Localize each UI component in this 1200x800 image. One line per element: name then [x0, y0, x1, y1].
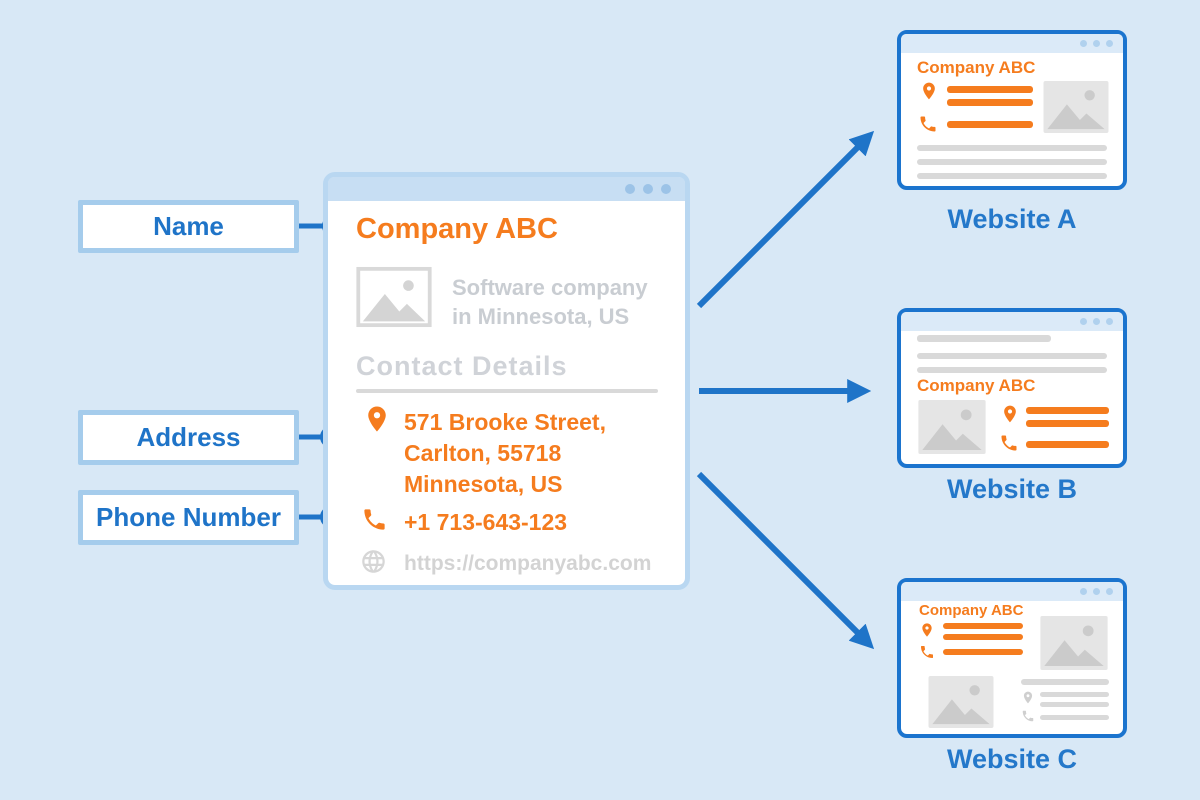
image-placeholder-icon — [926, 676, 996, 728]
location-pin-icon — [1021, 689, 1035, 706]
label-name-text: Name — [153, 211, 224, 241]
address-line-placeholder — [943, 634, 1023, 640]
company-description-line1: Software company — [452, 275, 648, 300]
website-c-window: Company ABC — [897, 578, 1127, 738]
address-line1: 571 Brooke Street, — [404, 409, 606, 435]
website-a-label: Website A — [947, 204, 1077, 234]
image-placeholder-icon — [1039, 616, 1109, 670]
window-control-dot — [625, 184, 635, 194]
window-control-dot — [1106, 40, 1113, 47]
website-b-label: Website B — [946, 474, 1078, 504]
text-line-placeholder — [917, 159, 1107, 165]
image-placeholder-icon — [1043, 81, 1109, 133]
address-line3: Minnesota, US — [404, 471, 563, 497]
website-a-window: Company ABC — [897, 30, 1127, 190]
company-name: Company ABC — [917, 58, 1036, 77]
text-line-placeholder — [1040, 702, 1109, 707]
company-name: Company ABC — [917, 376, 1036, 395]
text-line-placeholder — [1040, 715, 1109, 720]
label-address-text: Address — [136, 422, 241, 452]
phone-icon — [919, 644, 935, 660]
image-placeholder-icon — [917, 400, 987, 454]
company-name: Company ABC — [919, 602, 1024, 619]
distribution-arrows — [696, 130, 875, 650]
window-control-dot — [643, 184, 653, 194]
window-control-dot — [1093, 588, 1100, 595]
window-titlebar — [901, 582, 1123, 601]
window-control-dot — [1080, 318, 1087, 325]
website-url-text: https://companyabc.com — [404, 552, 652, 575]
company-logo-placeholder — [356, 265, 432, 329]
text-line-placeholder — [1021, 679, 1109, 685]
label-name: Name — [78, 200, 299, 253]
text-line-placeholder — [917, 353, 1107, 359]
arrow-to-website-a — [696, 130, 875, 309]
globe-icon — [360, 548, 387, 575]
window-titlebar — [328, 177, 685, 201]
address-line-placeholder — [947, 86, 1033, 93]
phone-icon — [918, 114, 938, 134]
label-phone-number: Phone Number — [78, 490, 299, 545]
contact-details-heading: Contact Details — [356, 351, 568, 381]
phone-line-placeholder — [1026, 441, 1109, 448]
text-line-placeholder — [917, 173, 1107, 179]
phone-icon — [1021, 709, 1035, 723]
phone-icon — [999, 433, 1019, 453]
business-listing-window: Company ABC Software company in Minnesot… — [323, 172, 690, 590]
arrow-to-website-c — [696, 471, 875, 650]
phone-icon — [361, 506, 388, 533]
text-line-placeholder — [917, 367, 1107, 373]
window-control-dot — [1093, 318, 1100, 325]
website-c-label: Website C — [946, 744, 1078, 774]
company-description: Software company in Minnesota, US — [452, 273, 648, 331]
company-description-line2: in Minnesota, US — [452, 304, 630, 329]
text-line-placeholder — [917, 335, 1051, 342]
location-pin-icon — [362, 404, 392, 434]
address-line-placeholder — [1026, 420, 1109, 427]
address-line-placeholder — [943, 623, 1023, 629]
text-line-placeholder — [1040, 692, 1109, 697]
location-pin-icon — [1000, 402, 1020, 426]
window-control-dot — [1080, 40, 1087, 47]
location-pin-icon — [919, 620, 935, 640]
location-pin-icon — [919, 79, 939, 103]
section-divider — [356, 389, 658, 393]
phone-number-text: +1 713-643-123 — [404, 509, 568, 535]
phone-line-placeholder — [947, 121, 1033, 128]
window-control-dot — [1106, 588, 1113, 595]
window-control-dot — [1080, 588, 1087, 595]
window-titlebar — [901, 34, 1123, 53]
label-phone-number-text: Phone Number — [96, 502, 281, 532]
window-control-dot — [1106, 318, 1113, 325]
phone-line-placeholder — [943, 649, 1023, 655]
address-text: 571 Brooke Street, Carlton, 55718 Minnes… — [404, 407, 606, 500]
label-address: Address — [78, 410, 299, 465]
text-line-placeholder — [917, 145, 1107, 151]
window-control-dot — [661, 184, 671, 194]
address-line2: Carlton, 55718 — [404, 440, 562, 466]
company-name: Company ABC — [356, 213, 558, 245]
window-control-dot — [1093, 40, 1100, 47]
window-titlebar — [901, 312, 1123, 331]
website-b-window: Company ABC — [897, 308, 1127, 468]
address-line-placeholder — [1026, 407, 1109, 414]
address-line-placeholder — [947, 99, 1033, 106]
